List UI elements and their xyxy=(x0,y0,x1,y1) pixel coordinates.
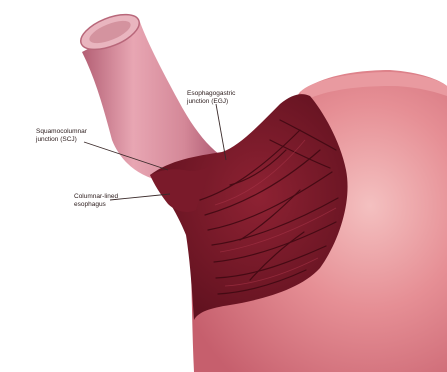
label-columnar-lined-esophagus: Columnar-lined esophagus xyxy=(74,193,118,208)
label-ejn-line1: Esophagogastric xyxy=(187,90,235,98)
label-scj-line1: Squamocolumnar xyxy=(36,128,87,136)
label-esophagogastric-junction: Esophagogastric junction (EGJ) xyxy=(187,90,235,105)
label-cle-line2: esophagus xyxy=(74,201,118,209)
label-ejn-line2: junction (EGJ) xyxy=(187,98,235,106)
label-cle-line1: Columnar-lined xyxy=(74,193,118,201)
label-squamocolumnar-junction: Squamocolumnar junction (SCJ) xyxy=(36,128,87,143)
label-scj-line2: junction (SCJ) xyxy=(36,136,87,144)
